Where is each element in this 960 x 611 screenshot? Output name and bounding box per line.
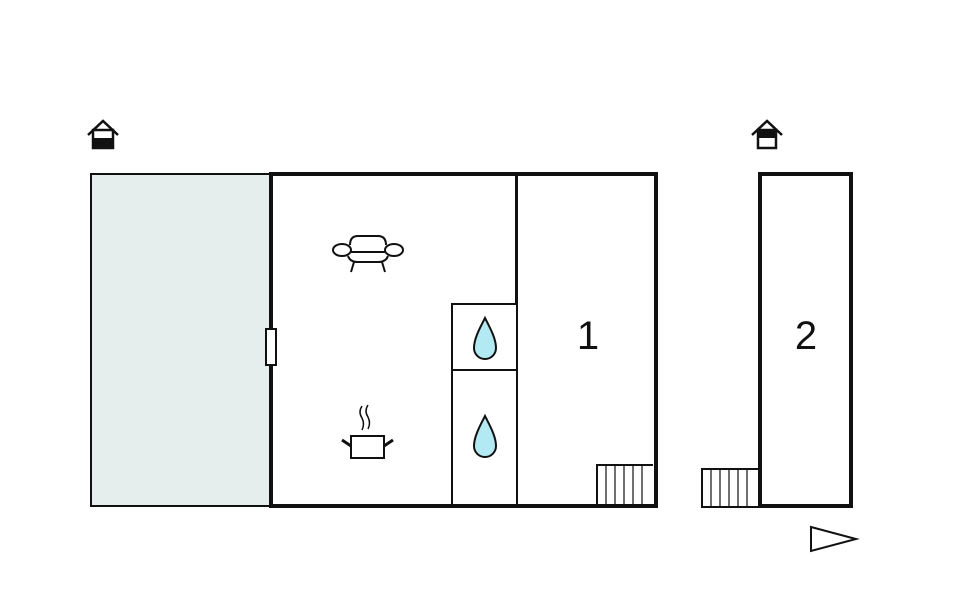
entrance-icon [751,119,783,150]
terrace-door [265,328,277,366]
room-label-2: 2 [794,314,818,358]
water-drop-icon [472,413,498,458]
room-label-1: 1 [576,314,600,358]
entrance-icon [87,119,119,150]
water-drop-icon [472,315,498,360]
bathroom-2 [451,369,518,506]
terrace-area [90,173,273,507]
stairs-icon [596,464,653,506]
sofa-icon [332,235,404,273]
annex-outline [758,172,853,508]
north-arrow-icon [810,525,860,553]
cooking-pot-icon [341,404,394,459]
stairs-icon [701,468,760,508]
